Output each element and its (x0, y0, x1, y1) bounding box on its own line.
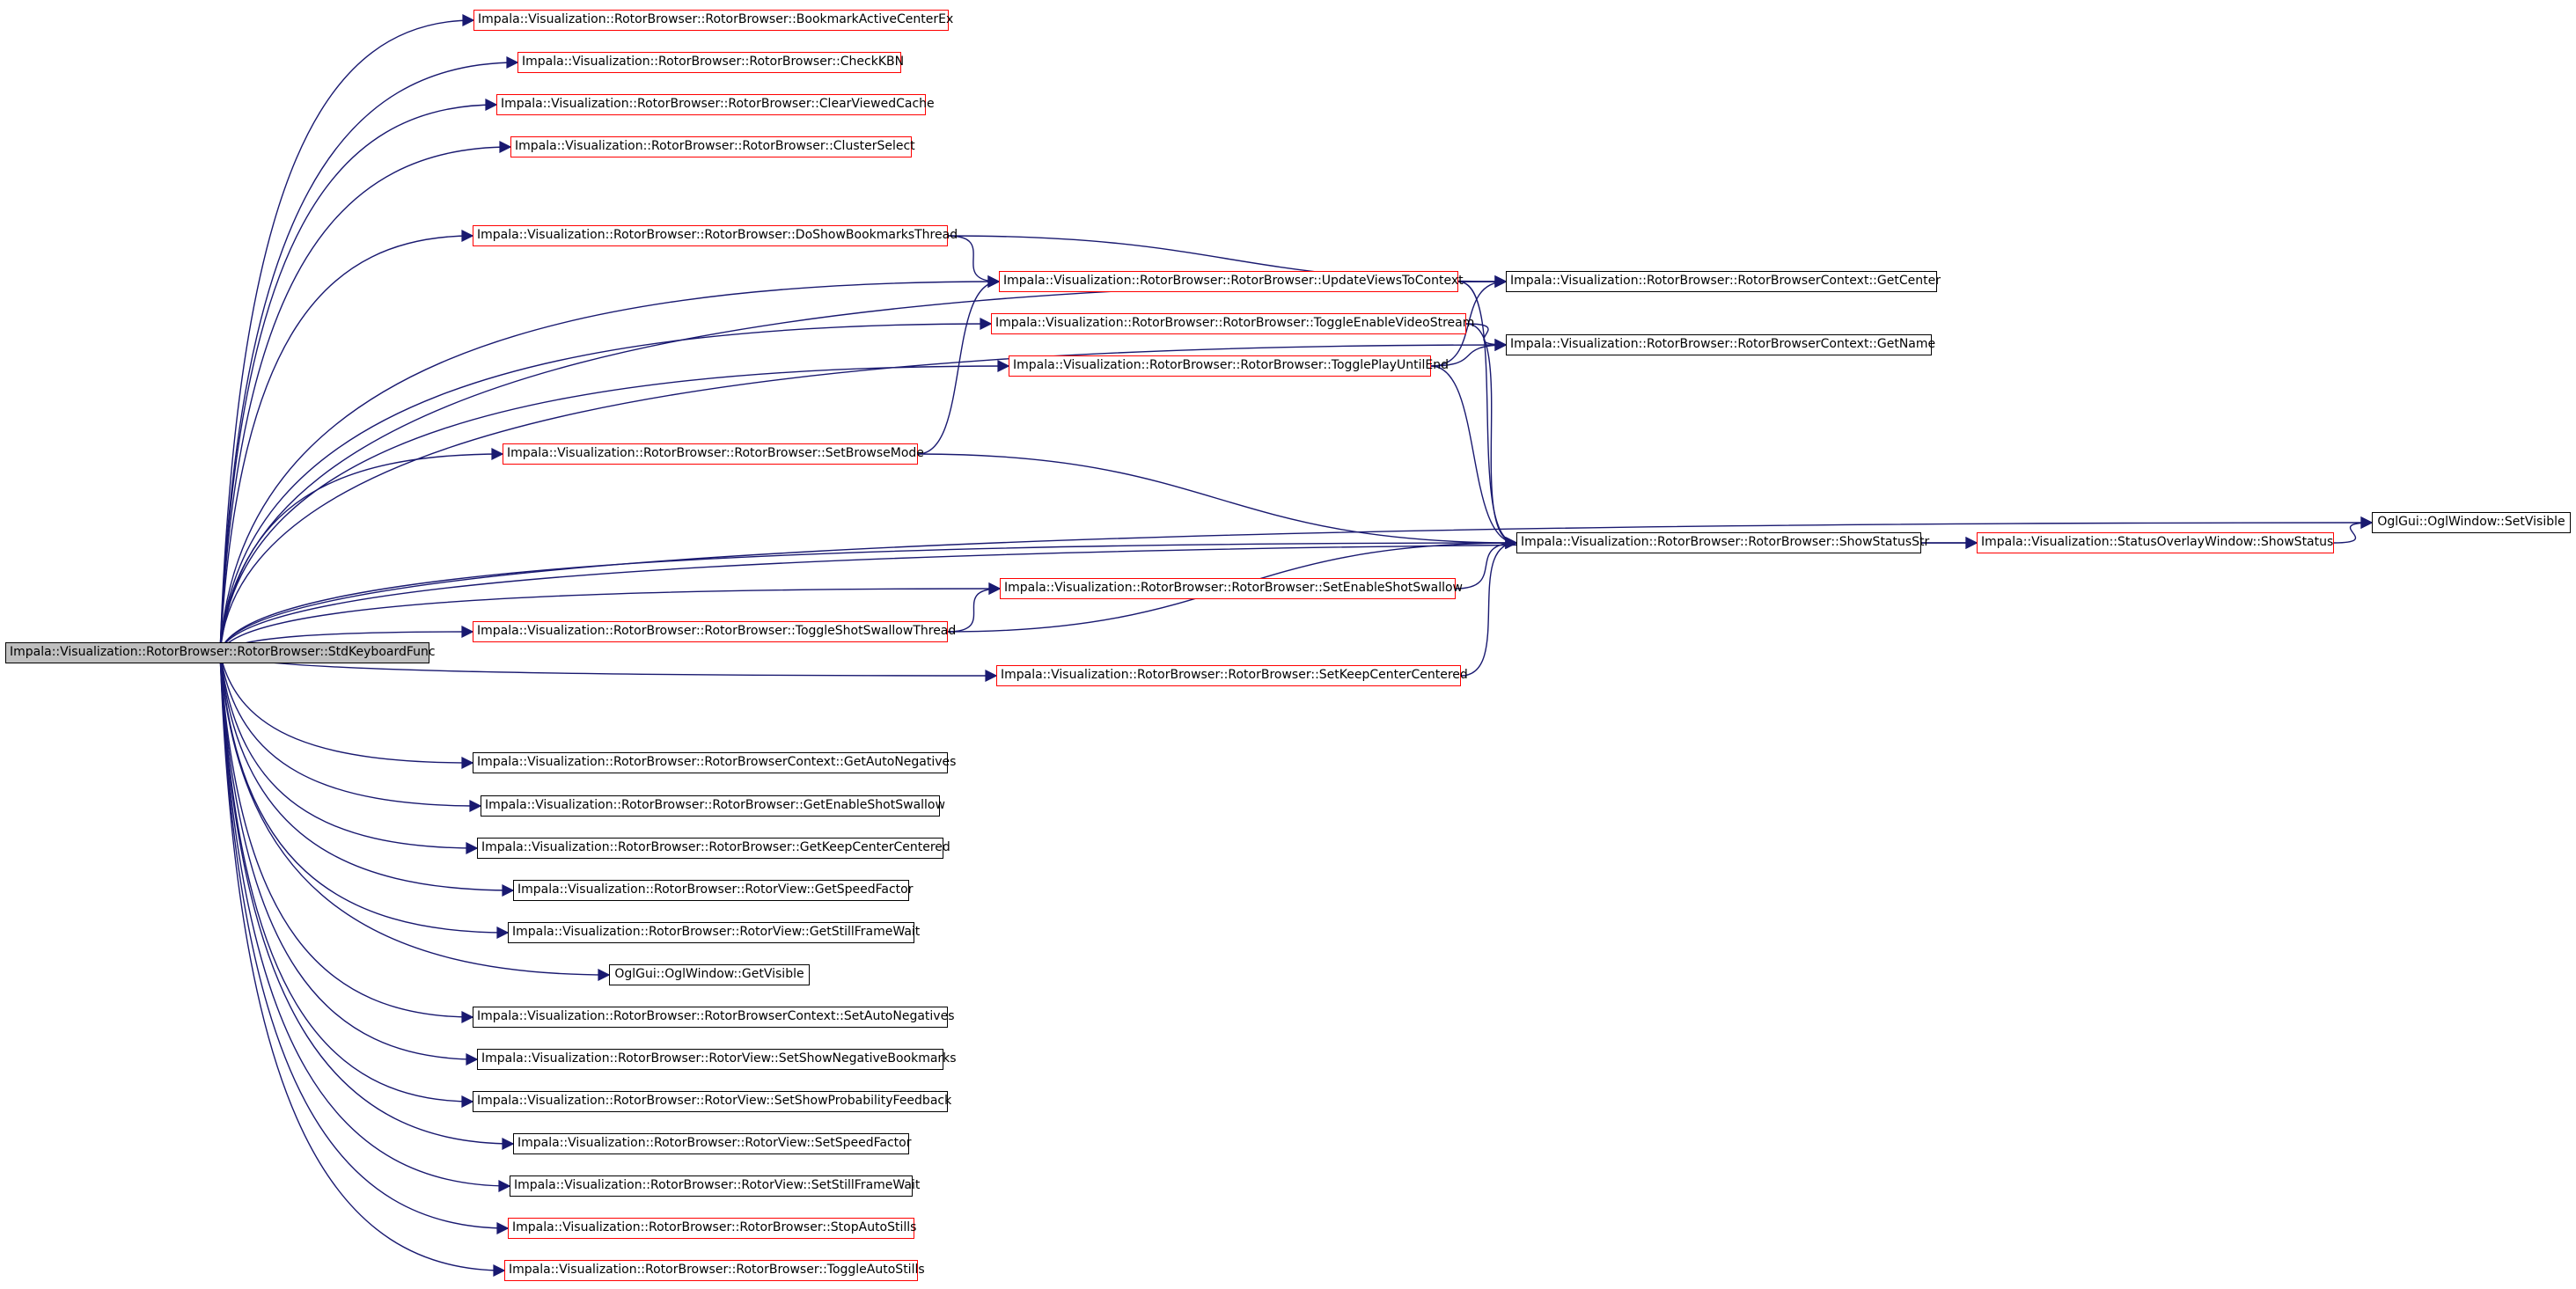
node-toggle-auto-stills[interactable]: Impala::Visualization::RotorBrowser::Rot… (504, 1260, 925, 1281)
node-toggle-enable-video-stream[interactable]: Impala::Visualization::RotorBrowser::Rot… (991, 313, 1474, 334)
edge-n14-n12 (2333, 516, 2374, 544)
edge-root-n25 (219, 652, 479, 1066)
edge-root-n11 (219, 448, 504, 654)
node-set-keep-center-centered[interactable]: Impala::Visualization::RotorBrowser::Rot… (996, 665, 1468, 686)
node-set-enable-shot-swallow[interactable]: Impala::Visualization::RotorBrowser::Rot… (1000, 578, 1463, 599)
node-check-kbn[interactable]: Impala::Visualization::RotorBrowser::Rot… (517, 52, 904, 73)
node-set-visible[interactable]: OglGui::OglWindow::SetVisible (2372, 512, 2571, 533)
node-set-show-probability-feedback[interactable]: Impala::Visualization::RotorBrowser::Rot… (473, 1091, 951, 1112)
edge-root-n22 (219, 652, 510, 939)
node-get-still-frame-wait[interactable]: Impala::Visualization::RotorBrowser::Rot… (508, 922, 920, 943)
node-get-auto-negatives[interactable]: Impala::Visualization::RotorBrowser::Rot… (473, 752, 956, 773)
node-get-name[interactable]: Impala::Visualization::RotorBrowser::Rot… (1506, 334, 1935, 355)
node-toggle-shot-swallow-thread[interactable]: Impala::Visualization::RotorBrowser::Rot… (473, 621, 956, 642)
edge-root-n20 (219, 652, 479, 854)
node-bookmark-active-center-ex[interactable]: Impala::Visualization::RotorBrowser::Rot… (473, 10, 953, 31)
node-get-enable-shot-swallow[interactable]: Impala::Visualization::RotorBrowser::Rot… (481, 795, 945, 817)
node-stop-auto-stills[interactable]: Impala::Visualization::RotorBrowser::Rot… (508, 1218, 916, 1239)
edge-n10-n9 (1430, 339, 1508, 367)
node-set-show-negative-bookmarks[interactable]: Impala::Visualization::RotorBrowser::Rot… (477, 1049, 957, 1070)
node-clear-viewed-cache[interactable]: Impala::Visualization::RotorBrowser::Rot… (496, 94, 935, 115)
edge-root-n12 (219, 516, 2374, 654)
edge-n11-n13 (917, 453, 1518, 549)
node-do-show-bookmarks-thread[interactable]: Impala::Visualization::RotorBrowser::Rot… (473, 225, 958, 246)
edge-root-n29 (219, 652, 510, 1234)
node-std-keyboard-func[interactable]: Impala::Visualization::RotorBrowser::Rot… (5, 642, 436, 663)
edge-root-n15 (219, 582, 1002, 654)
node-set-still-frame-wait[interactable]: Impala::Visualization::RotorBrowser::Rot… (510, 1175, 920, 1197)
edge-root-n13 (219, 537, 1518, 654)
edge-root-n18 (219, 652, 474, 769)
edge-n10-n7 (1430, 275, 1508, 367)
edge-root-n24 (219, 652, 474, 1023)
node-show-status-str[interactable]: Impala::Visualization::RotorBrowser::Rot… (1516, 532, 1929, 553)
edge-root-n19 (219, 652, 482, 812)
node-set-browse-mode[interactable]: Impala::Visualization::RotorBrowser::Rot… (503, 443, 924, 465)
node-set-speed-factor[interactable]: Impala::Visualization::RotorBrowser::Rot… (513, 1133, 912, 1154)
node-toggle-play-until-end[interactable]: Impala::Visualization::RotorBrowser::Rot… (1009, 355, 1449, 377)
edge-n15-n13 (1455, 537, 1518, 590)
edge-n6-n13 (1457, 281, 1518, 549)
node-set-auto-negatives[interactable]: Impala::Visualization::RotorBrowser::Rot… (473, 1007, 955, 1028)
edge-n17-n13 (1460, 537, 1518, 677)
edge-n16-n15 (947, 582, 1002, 633)
edge-root-n5 (219, 230, 474, 654)
node-get-center[interactable]: Impala::Visualization::RotorBrowser::Rot… (1506, 271, 1941, 292)
edge-root-n4 (219, 141, 512, 654)
edge-n8-n13 (1465, 323, 1518, 549)
edge-n10-n13 (1430, 365, 1518, 549)
edge-root-n10 (219, 360, 1010, 654)
edge-root-n2 (219, 56, 519, 654)
edge-root-n26 (219, 652, 474, 1108)
edge-root-n8 (219, 318, 993, 654)
node-show-status[interactable]: Impala::Visualization::StatusOverlayWind… (1977, 532, 2334, 553)
edge-root-n21 (219, 652, 515, 897)
edge-root-n30 (219, 652, 506, 1277)
node-cluster-select[interactable]: Impala::Visualization::RotorBrowser::Rot… (510, 136, 915, 157)
edge-n5-n6 (947, 235, 1001, 288)
edge-root-n23 (219, 652, 611, 981)
edge-root-n6 (219, 275, 1001, 654)
node-get-speed-factor[interactable]: Impala::Visualization::RotorBrowser::Rot… (513, 880, 913, 901)
edge-root-n28 (219, 652, 511, 1192)
edge-root-n1 (219, 14, 475, 654)
edge-root-n3 (219, 99, 498, 654)
edge-root-n9 (219, 339, 1508, 654)
edge-n11-n6 (917, 275, 1001, 455)
edge-root-n27 (219, 652, 515, 1150)
node-get-visible[interactable]: OglGui::OglWindow::GetVisible (609, 964, 810, 985)
edge-n8-n9 (1465, 323, 1508, 351)
node-get-keep-center-centered[interactable]: Impala::Visualization::RotorBrowser::Rot… (477, 838, 950, 859)
node-update-views-to-context[interactable]: Impala::Visualization::RotorBrowser::Rot… (999, 271, 1464, 292)
